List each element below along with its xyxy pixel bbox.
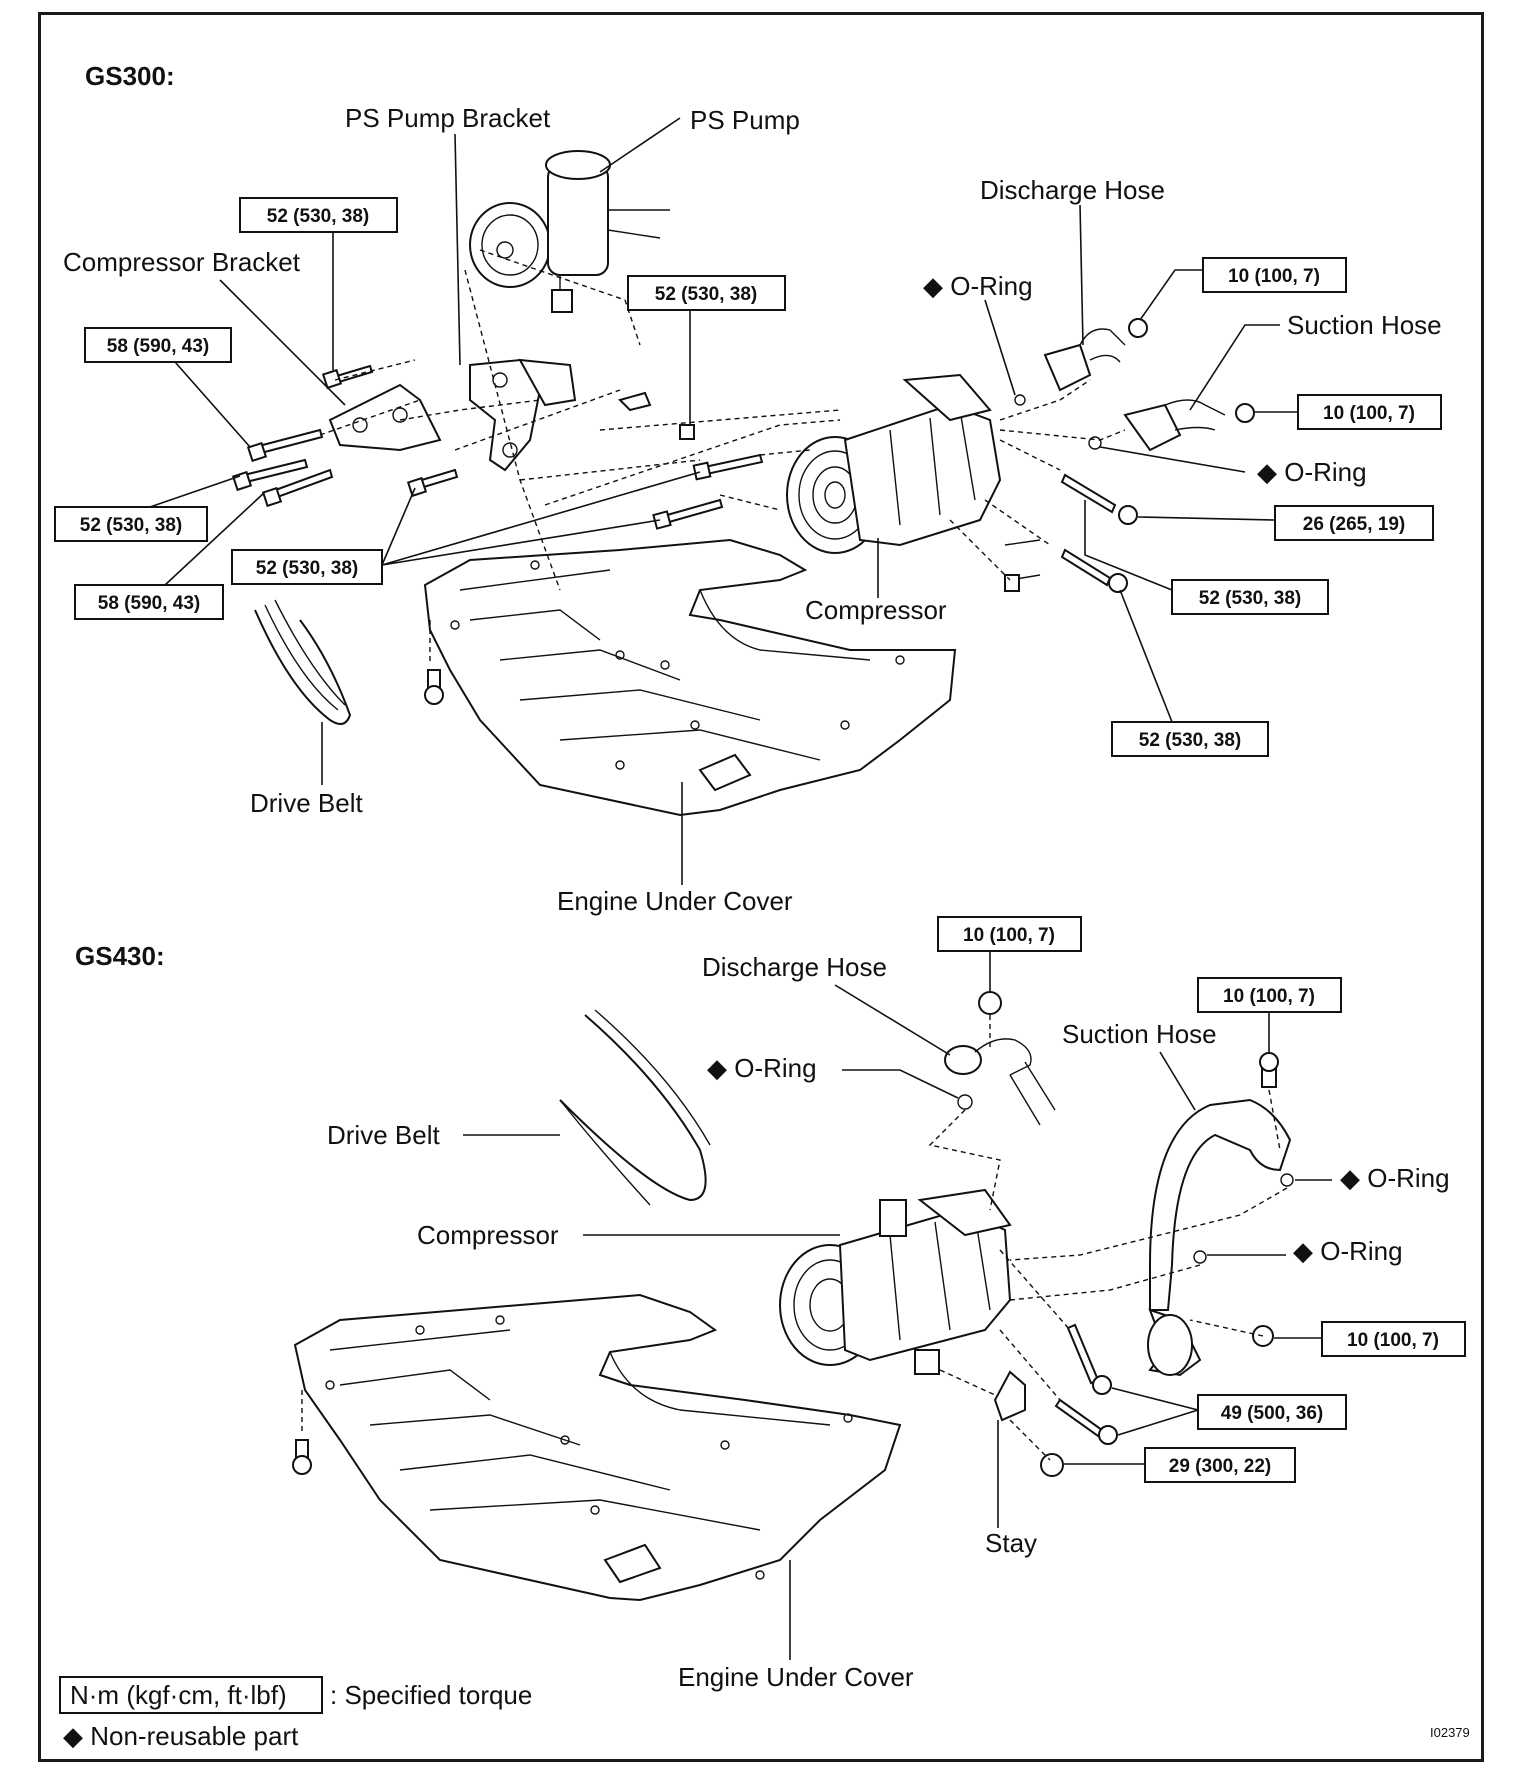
svg-text:52 (530, 38): 52 (530, 38) <box>1139 730 1241 751</box>
gs430-torque-3: 10 (100, 7) <box>1321 1321 1466 1357</box>
svg-text:52 (530, 38): 52 (530, 38) <box>1199 588 1301 609</box>
bolts-left-group <box>231 364 764 530</box>
compressor-bracket-part <box>328 383 442 452</box>
gs300-torque-2: 52 (530, 38) <box>627 275 786 311</box>
gs430-compressor-label: Compressor <box>417 1220 559 1250</box>
svg-text:52 (530, 38): 52 (530, 38) <box>267 206 369 227</box>
gs430-nut-3-part <box>1040 1453 1064 1477</box>
gs300-ps-pump-bracket-label: PS Pump Bracket <box>345 103 551 133</box>
gs300-engine-under-cover-part <box>423 538 957 817</box>
legend-unit-box-text: N·m (kgf·cm, ft·lbf) <box>70 1680 287 1710</box>
ps-pump-bracket-part <box>469 358 577 472</box>
gs300-torque-5: 58 (590, 43) <box>74 584 224 620</box>
gs300-torque-7: 10 (100, 7) <box>1202 257 1347 293</box>
gs430-bolt-2-part <box>1066 1323 1100 1385</box>
svg-text:58 (590, 43): 58 (590, 43) <box>98 593 200 614</box>
black-diamond-icon: ◆ <box>63 1721 83 1751</box>
svg-text:10 (100, 7): 10 (100, 7) <box>1228 266 1320 287</box>
svg-text:58 (590, 43): 58 (590, 43) <box>107 336 209 357</box>
gs430-stay-part <box>993 1370 1026 1422</box>
gs300-torque-1: 52 (530, 38) <box>239 197 398 233</box>
gs300-nut-2-part <box>1235 403 1255 423</box>
gs300-o-ring-1-part <box>1014 394 1026 406</box>
gs300-compressor-bracket-label: Compressor Bracket <box>63 247 301 277</box>
gs430-connector-part <box>914 1349 940 1375</box>
gs300-compressor-label: Compressor <box>805 595 947 625</box>
compressor-part <box>786 373 1002 554</box>
gs430-dashed-lines <box>301 1015 1288 1461</box>
svg-text:52 (530, 38): 52 (530, 38) <box>80 515 182 536</box>
gs430-nut-1-part <box>978 991 1002 1015</box>
gs430-torque-1: 10 (100, 7) <box>937 916 1082 952</box>
gs430-section-title: GS430: <box>75 941 165 971</box>
svg-text:29 (300, 22): 29 (300, 22) <box>1169 1456 1271 1477</box>
svg-text:10 (100, 7): 10 (100, 7) <box>1323 403 1415 424</box>
gs430-discharge-hose-label: Discharge Hose <box>702 952 887 982</box>
figure-reference: I02379 <box>1430 1725 1470 1740</box>
gs300-drive-belt-label: Drive Belt <box>250 788 363 818</box>
gs300-torque-3: 58 (590, 43) <box>84 327 232 363</box>
gs430-discharge-hose-part <box>944 1038 1056 1126</box>
figure-frame <box>38 12 1484 1762</box>
gs300-bolt-r1-part <box>1060 548 1112 587</box>
gs300-torque-11: 52 (530, 38) <box>1111 721 1269 757</box>
gs430-engine-under-cover-part <box>293 1293 902 1602</box>
gs430-engine-under-cover-label: Engine Under Cover <box>678 1662 914 1692</box>
gs430-stay-label: Stay <box>985 1528 1037 1558</box>
gs300-drive-belt-part <box>254 609 352 725</box>
gs300-nut-3-part <box>1118 505 1138 525</box>
gs430-o-ring-3-part <box>1193 1250 1207 1264</box>
gs430-suction-hose-label: Suction Hose <box>1062 1019 1217 1049</box>
gs300-suction-hose-label: Suction Hose <box>1287 310 1442 340</box>
svg-text:10 (100, 7): 10 (100, 7) <box>1223 986 1315 1007</box>
ps-pump-part <box>469 150 670 313</box>
gs430-drive-belt-part <box>559 1009 711 1206</box>
gs300-o-ring-1-label: ◆ O-Ring <box>923 271 1033 301</box>
gs300-nut-1-part <box>1128 318 1148 338</box>
svg-text:49 (500, 36): 49 (500, 36) <box>1221 1403 1323 1424</box>
gs430-compressor-part <box>779 1188 1012 1366</box>
gs300-connector-a <box>1004 574 1020 592</box>
gs430-o-ring-1-part <box>957 1094 973 1110</box>
gs300-torque-6: 52 (530, 38) <box>231 549 383 585</box>
gs300-discharge-hose-label: Discharge Hose <box>980 175 1165 205</box>
gs300-o-ring-2-part <box>1088 436 1102 450</box>
svg-text:10 (100, 7): 10 (100, 7) <box>1347 1330 1439 1351</box>
gs300-stud-part <box>1060 473 1117 514</box>
gs430-drive-belt-label: Drive Belt <box>327 1120 440 1150</box>
gs300-engine-under-cover-label: Engine Under Cover <box>557 886 793 916</box>
gs300-bolt-r1-head <box>1108 573 1128 593</box>
gs430-torque-4: 49 (500, 36) <box>1197 1394 1347 1430</box>
svg-text:26 (265, 19): 26 (265, 19) <box>1303 514 1405 535</box>
gs300-torque-9: 26 (265, 19) <box>1274 505 1434 541</box>
gs300-suction-hose-part <box>1123 399 1226 452</box>
gs430-suction-hose-part <box>1147 1098 1292 1377</box>
gs430-bolt-3-part <box>1054 1398 1104 1438</box>
gs300-discharge-hose-part <box>1043 328 1126 392</box>
gs300-torque-4: 52 (530, 38) <box>54 506 208 542</box>
svg-text:52 (530, 38): 52 (530, 38) <box>655 284 757 305</box>
gs430-torque-2: 10 (100, 7) <box>1197 977 1342 1013</box>
legend-unit-desc: : Specified torque <box>330 1680 532 1710</box>
gs300-o-ring-2-label: ◆ O-Ring <box>1257 457 1367 487</box>
legend-non-reusable: ◆ Non-reusable part <box>63 1721 299 1751</box>
gs300-ps-pump-label: PS Pump <box>690 105 800 135</box>
svg-text:10 (100, 7): 10 (100, 7) <box>963 925 1055 946</box>
gs430-o-ring-1-label: ◆ O-Ring <box>707 1053 817 1083</box>
svg-text:52 (530, 38): 52 (530, 38) <box>256 558 358 579</box>
gs430-torque-5: 29 (300, 22) <box>1144 1447 1296 1483</box>
gs300-torque-8: 10 (100, 7) <box>1297 394 1442 430</box>
gs300-dashed-lines <box>319 249 1126 665</box>
gs300-torque-10: 52 (530, 38) <box>1171 579 1329 615</box>
gs430-o-ring-2-label: ◆ O-Ring <box>1340 1163 1450 1193</box>
legend-torque-unit: N·m (kgf·cm, ft·lbf) : Specified torque <box>59 1676 532 1714</box>
gs430-o-ring-2-part <box>1280 1173 1294 1187</box>
gs300-section-title: GS300: <box>85 61 175 91</box>
gs430-o-ring-3-label: ◆ O-Ring <box>1293 1236 1403 1266</box>
